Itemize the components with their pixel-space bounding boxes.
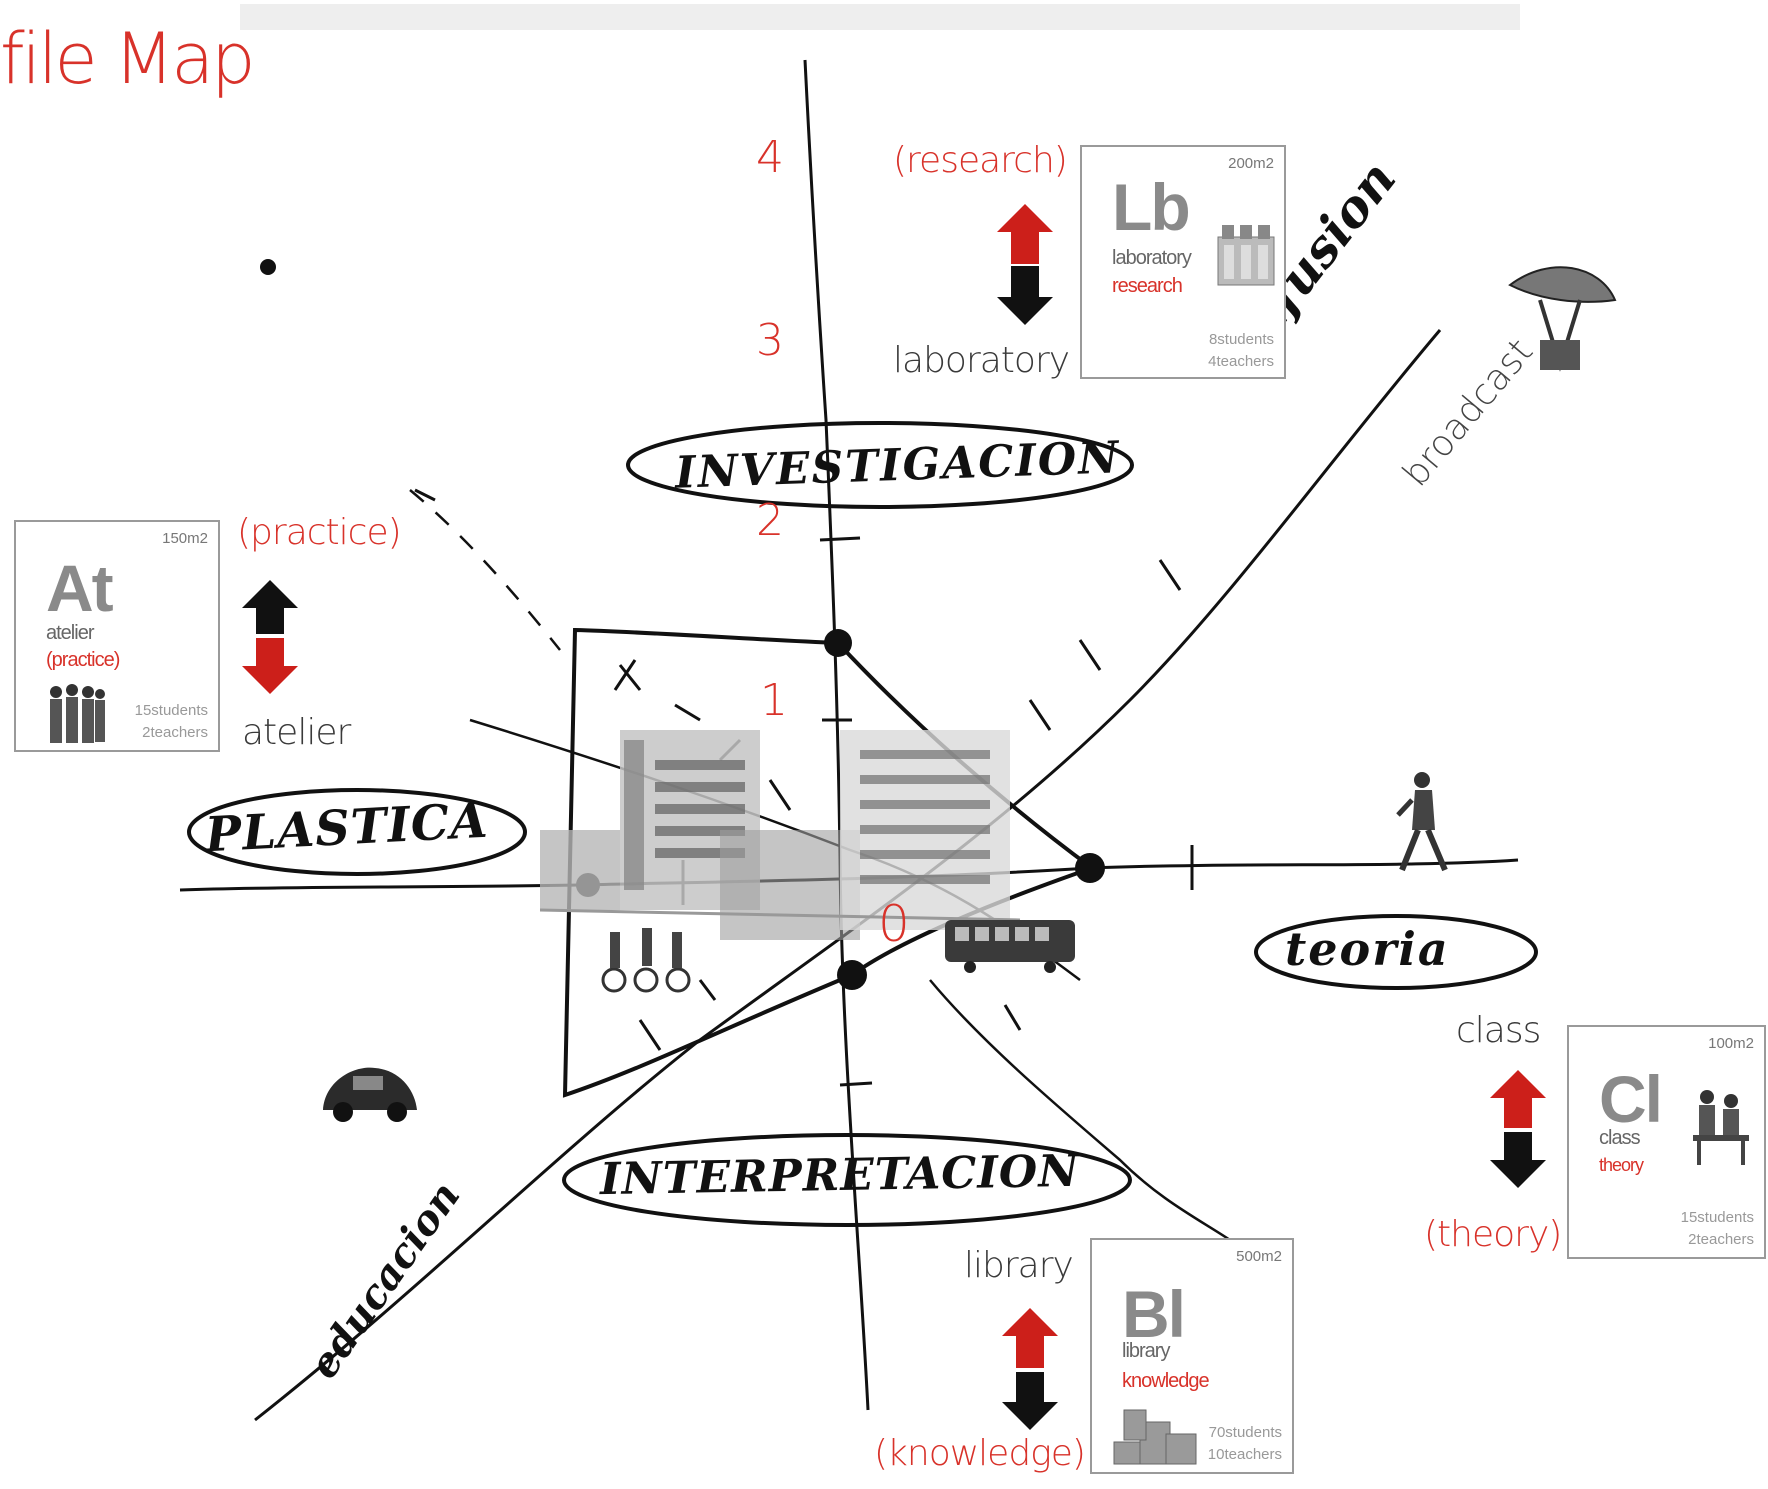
research-theme-label: (research): [893, 140, 1067, 181]
atelier-card-name: atelier: [46, 622, 93, 645]
tram-icon: [940, 905, 1080, 975]
theory-word: teoria: [1285, 922, 1450, 976]
upper-left-line: [410, 490, 560, 650]
laboratory-card-theme: research: [1112, 275, 1182, 298]
atelier-students: 15students: [135, 700, 208, 722]
class-area: 100m2: [1708, 1035, 1754, 1052]
class-occupancy: 15students 2teachers: [1681, 1207, 1754, 1251]
class-label: class: [1456, 1010, 1540, 1051]
cyclists-icon: [600, 920, 695, 995]
library-label: library: [964, 1245, 1073, 1286]
level-number-2: 2: [756, 495, 784, 546]
laboratory-occupancy: 8students 4teachers: [1208, 329, 1274, 373]
class-card-name: class: [1599, 1127, 1640, 1150]
library-teachers: 10teachers: [1208, 1444, 1282, 1466]
lab-bottles-icon: [1216, 221, 1276, 287]
laboratory-arrows-icon: [995, 202, 1055, 327]
library-card-theme: knowledge: [1122, 1370, 1209, 1393]
level-number-0: 0: [878, 895, 910, 953]
class-teachers: 2teachers: [1681, 1229, 1754, 1251]
atelier-occupancy: 15students 2teachers: [135, 700, 208, 744]
atelier-label: atelier: [242, 712, 350, 753]
laboratory-students: 8students: [1208, 329, 1274, 351]
library-arrows-icon: [1000, 1306, 1060, 1432]
interpretation-word: INTERPRETACION: [600, 1146, 1080, 1205]
laboratory-teachers: 4teachers: [1208, 351, 1274, 373]
class-students: 15students: [1681, 1207, 1754, 1229]
class-symbol: Cl: [1599, 1061, 1661, 1137]
laboratory-label: laboratory: [893, 340, 1069, 381]
class-arrows-icon: [1488, 1068, 1548, 1190]
library-area: 500m2: [1236, 1248, 1282, 1265]
walking-man-icon: [1390, 770, 1460, 875]
class-card-theme: theory: [1599, 1155, 1643, 1176]
paper-strip: [240, 4, 1520, 30]
laboratory-symbol: Lb: [1112, 169, 1189, 245]
atelier-card-theme: (practice): [46, 649, 119, 672]
theory-theme-label: (theory): [1424, 1214, 1561, 1255]
practice-theme-label: (practice): [237, 512, 401, 553]
level-number-4: 4: [756, 132, 784, 183]
laboratory-area: 200m2: [1228, 155, 1274, 172]
beetle-car-icon: [315, 1060, 425, 1130]
library-occupancy: 70students 10teachers: [1208, 1422, 1282, 1466]
library-students: 70students: [1208, 1422, 1282, 1444]
atelier-arrows-icon: [240, 578, 300, 696]
level-number-3: 3: [756, 315, 784, 366]
library-card-name: library: [1122, 1340, 1169, 1363]
level-number-1: 1: [760, 675, 788, 726]
atelier-teachers: 2teachers: [135, 722, 208, 744]
atelier-symbol: At: [46, 550, 112, 626]
seated-class-icon: [1689, 1087, 1753, 1167]
lower-right-line: [930, 980, 1230, 1240]
library-card: 500m2 Bl library knowledge 70students 10…: [1090, 1238, 1294, 1474]
class-card: 100m2 Cl class theory 15students 2teache…: [1567, 1025, 1766, 1259]
book-stack-icon: [1110, 1402, 1200, 1468]
page-title: file Map: [0, 18, 253, 100]
laboratory-card-name: laboratory: [1112, 247, 1191, 270]
atelier-card: 150m2 At atelier (practice) 15students 2…: [14, 520, 220, 752]
atelier-area: 150m2: [162, 530, 208, 547]
laboratory-card: 200m2 Lb laboratory research 8students 4…: [1080, 145, 1286, 379]
people-group-icon: [46, 684, 106, 746]
knowledge-theme-label: (knowledge): [874, 1433, 1085, 1474]
